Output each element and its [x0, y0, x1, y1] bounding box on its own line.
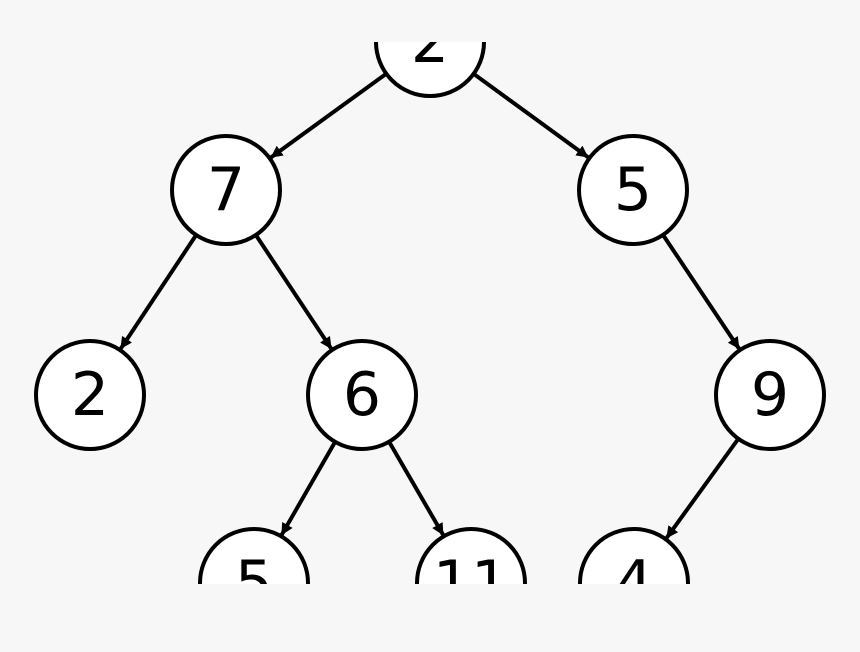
node-circle — [34, 339, 146, 451]
edge-arrow-root-to-n5a — [472, 72, 590, 160]
edge-arrow-n5a-to-n9 — [661, 233, 742, 351]
node-label: 11 — [433, 548, 509, 618]
tree-node-n7: 7 — [170, 134, 282, 246]
node-circle — [170, 134, 282, 246]
tree-node-n5a: 5 — [577, 134, 689, 246]
tree-node-n9: 9 — [714, 339, 826, 451]
tree-node-n11: 11 — [415, 527, 527, 618]
node-circle — [374, 42, 486, 98]
node-label: 9 — [751, 360, 789, 430]
node-label: 6 — [343, 360, 381, 430]
edge-arrow-n6-to-n11 — [387, 440, 446, 537]
tree-node-n5b: 5 — [198, 527, 310, 618]
node-label: 7 — [207, 155, 245, 225]
node-label: 5 — [614, 155, 652, 225]
edge-arrow-root-to-n7 — [269, 72, 388, 160]
tree-node-n2: 2 — [34, 339, 146, 451]
tree-node-root: 2 — [374, 7, 486, 98]
tree-node-n4: 4 — [578, 527, 690, 618]
edge-arrow-n6-to-n5b — [279, 440, 337, 537]
node-label: 2 — [411, 7, 449, 77]
tree-node-n6: 6 — [306, 339, 418, 451]
edge-arrow-n7-to-n2 — [118, 233, 198, 351]
node-label: 2 — [71, 360, 109, 430]
node-label: 5 — [235, 548, 273, 618]
node-circle — [578, 527, 690, 584]
node-circle — [415, 527, 527, 584]
node-circle — [306, 339, 418, 451]
node-circle — [198, 527, 310, 584]
node-circle — [714, 339, 826, 451]
edge-arrow-n9-to-n4 — [664, 437, 740, 540]
node-label: 4 — [615, 548, 653, 618]
edge-arrow-n7-to-n6 — [254, 233, 334, 351]
node-circle — [577, 134, 689, 246]
